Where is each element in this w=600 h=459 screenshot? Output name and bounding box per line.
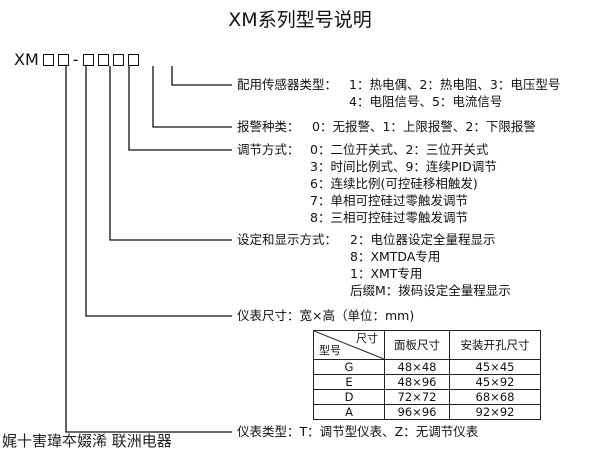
sensor-label: 配用传感器类型：: [237, 77, 338, 92]
table-cell: 72×72: [384, 389, 450, 405]
connector-setting: [109, 66, 232, 241]
setting-label: 设定和显示方式：: [237, 232, 338, 247]
watermark-text: 娓十害瑋夲娺浠 联洲电器: [2, 432, 172, 450]
setting-line-3: 1：XMT专用: [350, 266, 423, 281]
table-header-panel: 面板尺寸: [384, 330, 450, 360]
table-cell: A: [313, 404, 385, 420]
sensor-line-2: 4：电阻信号、5：电流信号: [349, 94, 503, 109]
table-cell: G: [313, 359, 385, 375]
table-row: E 48×96 45×92: [313, 374, 541, 390]
code-separator: -: [72, 50, 79, 69]
control-line-3: 6：连续比例(可控硅移相触发): [310, 176, 478, 191]
code-box-2: [57, 54, 69, 66]
table-cell: 45×45: [449, 359, 541, 375]
connector-type: [65, 66, 232, 433]
table-cell: E: [313, 374, 385, 390]
code-box-4: [97, 54, 109, 66]
size-label: 仪表尺寸：宽×高（单位：mm): [237, 308, 415, 323]
setting-line-4: 后缀M：拨码设定全量程显示: [350, 283, 511, 298]
control-line-4: 7：单相可控硅过零触发调节: [310, 193, 468, 208]
type-label: 仪表类型：T：调节型仪表、Z：无调节仪表: [237, 424, 479, 439]
connector-size: [85, 66, 232, 317]
control-line-2: 3：时间比例式、9：连续PID调节: [310, 159, 497, 174]
table-cell: 45×92: [449, 374, 541, 390]
table-cell: 68×68: [449, 389, 541, 405]
connector-control: [128, 66, 232, 151]
table-cell: 48×48: [384, 359, 450, 375]
table-cell: 48×96: [384, 374, 450, 390]
setting-line-2: 8：XMTDA专用: [350, 249, 441, 264]
table-cell: 96×96: [384, 404, 450, 420]
table-header-row: 尺寸 型号 面板尺寸 安装开孔尺寸: [313, 330, 541, 360]
control-label: 调节方式：: [237, 142, 300, 157]
page-title: XM系列型号说明: [228, 9, 372, 31]
control-line-5: 8：三相可控硅过零触发调节: [310, 210, 468, 225]
table-row: D 72×72 68×68: [313, 389, 541, 405]
alarm-label: 报警种类：: [237, 119, 300, 134]
model-prefix: XM: [14, 50, 39, 69]
setting-line-1: 2：电位器设定全量程显示: [350, 232, 496, 247]
table-row: G 48×48 45×45: [313, 359, 541, 375]
table-cell: D: [313, 389, 385, 405]
connector-sensor: [171, 66, 232, 86]
size-table: 尺寸 型号 面板尺寸 安装开孔尺寸 G 48×48 45×45 E 48×96 …: [313, 330, 541, 420]
model-code: XM -: [14, 50, 143, 70]
alarm-line-1: 0：无报警、1：上限报警、2：下限报警: [312, 119, 536, 134]
table-row: A 96×96 92×92: [313, 404, 541, 420]
control-line-1: 0：二位开关式、2：三位开关式: [310, 142, 489, 157]
code-box-6: [127, 54, 139, 66]
table-corner-top: 尺寸: [356, 332, 378, 345]
table-corner-cell: 尺寸 型号: [313, 330, 385, 360]
sensor-line-1: 1：热电偶、2：热电阻、3：电压型号: [349, 77, 561, 92]
connector-alarm: [152, 66, 232, 128]
code-box-3: [82, 54, 94, 66]
table-header-cutout: 安装开孔尺寸: [449, 330, 541, 360]
table-cell: 92×92: [449, 404, 541, 420]
table-corner-bottom: 型号: [319, 344, 341, 357]
code-box-1: [42, 54, 54, 66]
code-box-5: [112, 54, 124, 66]
